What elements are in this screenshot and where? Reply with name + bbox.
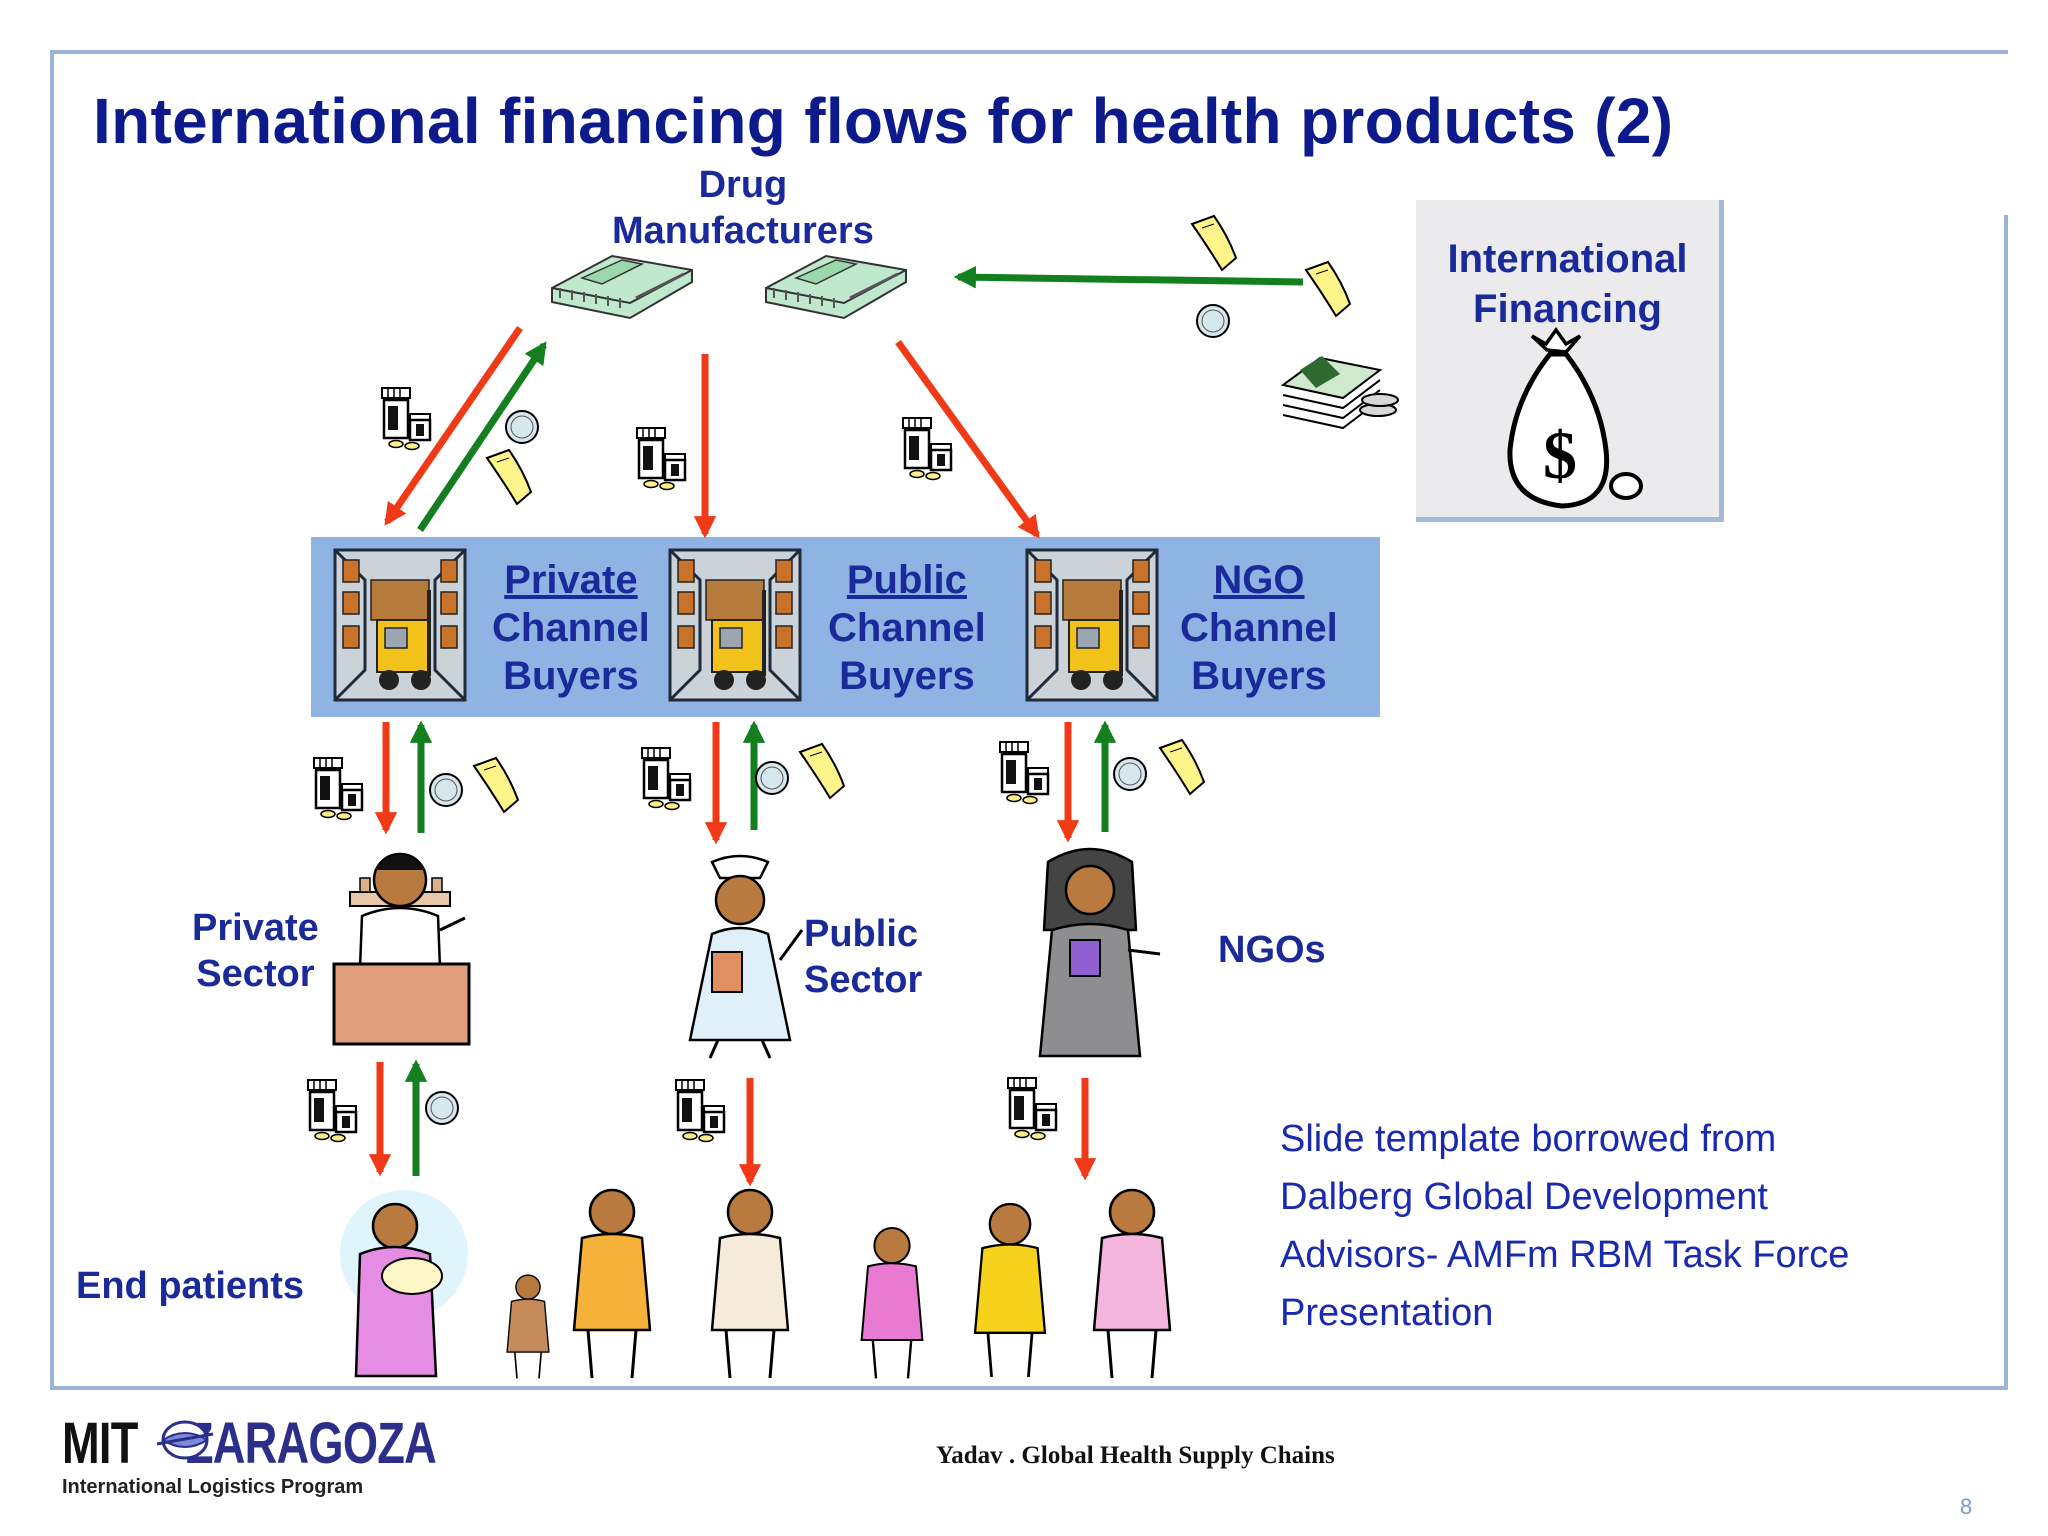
- bill-icon: [1191, 215, 1237, 271]
- money-flow-private-channel-to-manufacturers: [417, 341, 547, 532]
- money-flow-international-to-manufacturers: [953, 266, 1304, 289]
- warehouse-icon-ngo: [1025, 548, 1159, 702]
- drug-manufacturers-label: Drug Manufacturers: [612, 164, 874, 252]
- public-sector-label: Public Sector: [804, 913, 923, 1001]
- slide-frame-top: [50, 50, 2008, 54]
- slide-title: International financing flows for health…: [93, 85, 1674, 157]
- coin-icon: [1113, 757, 1147, 791]
- money-bag-icon: $: [1507, 326, 1643, 509]
- products-flow-to-ngo-channel: [895, 339, 1040, 539]
- channel-buyers-band: [311, 537, 1380, 717]
- medicine-bottles-icon: [1006, 1076, 1058, 1141]
- bill-icon: [799, 743, 845, 799]
- factory-icon-right: [764, 254, 908, 320]
- ngos-label: NGOs: [1218, 929, 1326, 971]
- page-number: 8: [1960, 1494, 1973, 1519]
- footer-text: Yadav . Global Health Supply Chains: [936, 1442, 1335, 1469]
- coin-icon: [505, 410, 539, 444]
- slide-frame-bottom: [50, 1386, 2008, 1390]
- products-flow-to-private-channel: [384, 326, 523, 526]
- private-sector-label: Private Sector: [192, 907, 319, 995]
- medicine-bottles-icon: [674, 1078, 726, 1143]
- mother-with-baby-icon: [340, 1190, 468, 1378]
- factory-icon-left: [550, 254, 694, 320]
- private-channel-buyers-label: Private Channel Buyers: [492, 558, 650, 698]
- international-financing-label: International Financing: [1447, 237, 1688, 331]
- medicine-bottles-icon: [635, 426, 687, 491]
- coin-icon: [429, 773, 463, 807]
- slide-frame-left: [50, 50, 54, 1390]
- pharmacist-icon: [332, 852, 471, 1046]
- coin-icon: [1196, 304, 1230, 338]
- medicine-bottles-icon: [306, 1078, 358, 1143]
- medicine-bottles-icon: [380, 386, 432, 451]
- warehouse-icon-public: [668, 548, 802, 702]
- citation-text: Slide template borrowed from Dalberg Glo…: [1280, 1118, 1850, 1334]
- coin-icon: [425, 1091, 459, 1125]
- warehouse-icon-private: [333, 548, 467, 702]
- nun-icon: [1038, 847, 1161, 1058]
- medicine-bottles-icon: [998, 740, 1050, 805]
- money-stack-icon: [1280, 356, 1399, 430]
- medicine-bottles-icon: [312, 756, 364, 821]
- medicine-bottles-icon: [640, 746, 692, 811]
- bill-icon: [473, 757, 519, 813]
- slide-frame-right: [2004, 215, 2008, 1390]
- globe-icon: [156, 1420, 214, 1460]
- nurse-icon: [688, 854, 804, 1059]
- public-channel-buyers-label: Public Channel Buyers: [828, 558, 986, 698]
- bill-icon: [1305, 261, 1351, 317]
- ngo-channel-buyers-label: NGO Channel Buyers: [1180, 558, 1338, 698]
- svg-text:$: $: [1543, 417, 1577, 493]
- logo-subtitle: International Logistics Program: [62, 1476, 364, 1498]
- coin-icon: [755, 761, 789, 795]
- bill-icon: [486, 449, 532, 505]
- end-patients-label: End patients: [76, 1265, 305, 1307]
- patients-group-icon: [506, 1188, 1172, 1380]
- medicine-bottles-icon: [901, 416, 953, 481]
- bill-icon: [1159, 739, 1205, 795]
